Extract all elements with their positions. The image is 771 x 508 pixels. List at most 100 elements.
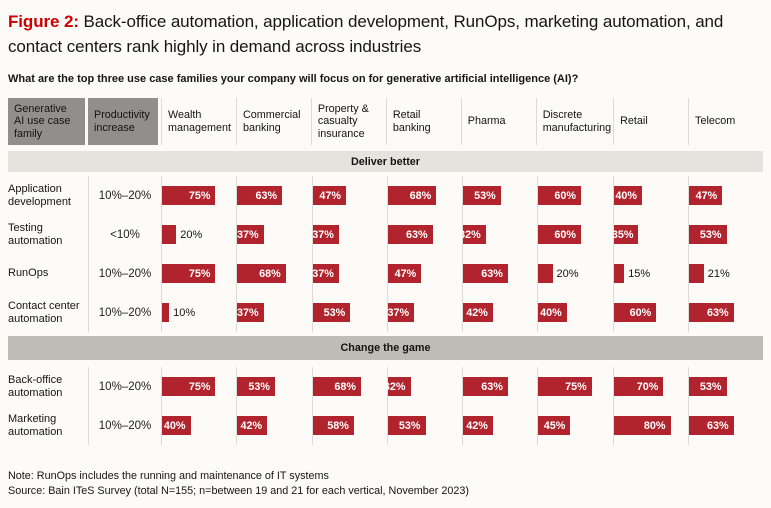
bar-value-label: 37%: [236, 306, 259, 319]
column-header-telecom: Telecom: [688, 98, 763, 145]
bar-cell: 75%: [537, 367, 612, 406]
column-header-retail-banking: Retail banking: [385, 98, 461, 145]
bar-cell: 15%: [612, 254, 688, 293]
bar-cell: 68%: [311, 367, 387, 406]
bar-value-label: 80%: [643, 419, 666, 432]
bar-cell: 60%: [537, 176, 612, 215]
bar: 53%: [463, 186, 501, 205]
bar-value-label: 60%: [554, 228, 576, 241]
bar-value-label: 63%: [481, 267, 503, 280]
bar: 37%: [312, 264, 339, 283]
bar: 40%: [162, 416, 191, 435]
bar-cell: 35%: [611, 215, 688, 254]
productivity-value: 10%–20%: [88, 254, 161, 293]
survey-question: What are the top three use case families…: [8, 73, 579, 85]
footer-source: Source: Bain ITeS Survey (total N=155; n…: [8, 484, 469, 497]
bar-cell: 40%: [612, 176, 688, 215]
bar-cell: 20%: [537, 254, 612, 293]
bar-cell: 75%: [161, 254, 236, 293]
bar-value-label: 42%: [466, 306, 488, 319]
bar-cell: 47%: [687, 176, 763, 215]
productivity-value: 10%–20%: [88, 406, 161, 445]
bar: 63%: [237, 186, 283, 205]
figure-title-text: Back-office automation, application deve…: [8, 12, 724, 56]
figure-title: Figure 2: Back-office automation, applic…: [8, 9, 756, 59]
bar-value-label: 35%: [611, 228, 634, 241]
table-row-testing-automation: Testing automation<10%20%37%37%63%32%60%…: [8, 215, 763, 254]
bar: 75%: [162, 186, 216, 205]
bar: 40%: [538, 303, 567, 322]
bar-value-label: 40%: [615, 189, 637, 202]
bar-cell: 42%: [462, 406, 537, 445]
bar: 37%: [312, 225, 339, 244]
bar: 37%: [236, 303, 264, 322]
bar: 68%: [387, 186, 437, 205]
productivity-value: 10%–20%: [88, 293, 161, 332]
bar: 70%: [613, 377, 664, 396]
bar-cell: 68%: [386, 176, 462, 215]
bar: 47%: [387, 264, 422, 283]
bar: [688, 264, 704, 283]
bar-value-label: 42%: [466, 419, 488, 432]
column-header-wealth-management: Wealth management: [161, 98, 236, 145]
bar-cell: 63%: [687, 406, 763, 445]
row-label: RunOps: [8, 267, 49, 279]
footer-note: Note: RunOps includes the running and ma…: [8, 470, 329, 482]
column-header-use-case-family: Generative AI use case family: [8, 98, 85, 145]
bar: 53%: [237, 377, 275, 396]
bar-value-label: 53%: [248, 380, 270, 393]
column-header-pharma: Pharma: [460, 98, 536, 145]
bar-value-label: 53%: [398, 419, 421, 432]
bar-value-label: 63%: [255, 189, 278, 202]
bar-value-label: 42%: [240, 419, 263, 432]
bar: 58%: [312, 416, 354, 435]
bar-cell: 47%: [386, 254, 462, 293]
bar-value-label: 37%: [387, 306, 410, 319]
bar: [538, 264, 553, 283]
bar: 80%: [613, 416, 671, 435]
bar-cell: 53%: [687, 367, 763, 406]
bar-value-label: 40%: [540, 306, 562, 319]
chart-table: Generative AI use case family Productivi…: [8, 98, 763, 445]
bar-value-label: 63%: [406, 228, 428, 241]
bar: 35%: [611, 225, 639, 244]
bar-cell: 63%: [462, 367, 537, 406]
bar: 40%: [613, 186, 642, 205]
bar: 32%: [459, 225, 486, 244]
bar: 53%: [387, 416, 426, 435]
bar: 63%: [387, 225, 433, 244]
bar-value-label: 68%: [409, 189, 432, 202]
bar-value-label: 75%: [188, 189, 211, 202]
bar-cell: 60%: [612, 293, 688, 332]
header-row: Generative AI use case family Productivi…: [8, 98, 763, 145]
bar-cell: 45%: [537, 406, 612, 445]
bar-cell: 53%: [236, 367, 311, 406]
productivity-value: 10%–20%: [88, 367, 161, 406]
bar-value-label: 75%: [565, 380, 587, 393]
bar-cell: 80%: [612, 406, 688, 445]
bar: 68%: [312, 377, 361, 396]
bar-cell: 75%: [161, 367, 236, 406]
bar-cell: 53%: [386, 406, 462, 445]
bar: 68%: [237, 264, 286, 283]
bar: 63%: [463, 377, 508, 396]
bar-cell: 32%: [384, 367, 462, 406]
row-label: Back-office automation: [8, 373, 63, 399]
section-band-change-the-game: Change the game: [8, 336, 763, 360]
bar: [162, 303, 170, 322]
bar-cell: 37%: [236, 293, 311, 332]
bar-value-label: 53%: [474, 189, 496, 202]
bar-value-label: 53%: [699, 380, 722, 393]
column-header-retail: Retail: [613, 98, 688, 145]
bar-value-label: 60%: [554, 189, 576, 202]
bar-cell: 68%: [236, 254, 311, 293]
bar: 53%: [688, 225, 727, 244]
bar-cell: 63%: [236, 176, 311, 215]
row-label: Application development: [8, 182, 71, 208]
bar-value-label: 70%: [636, 380, 659, 393]
bar: 42%: [237, 416, 268, 435]
